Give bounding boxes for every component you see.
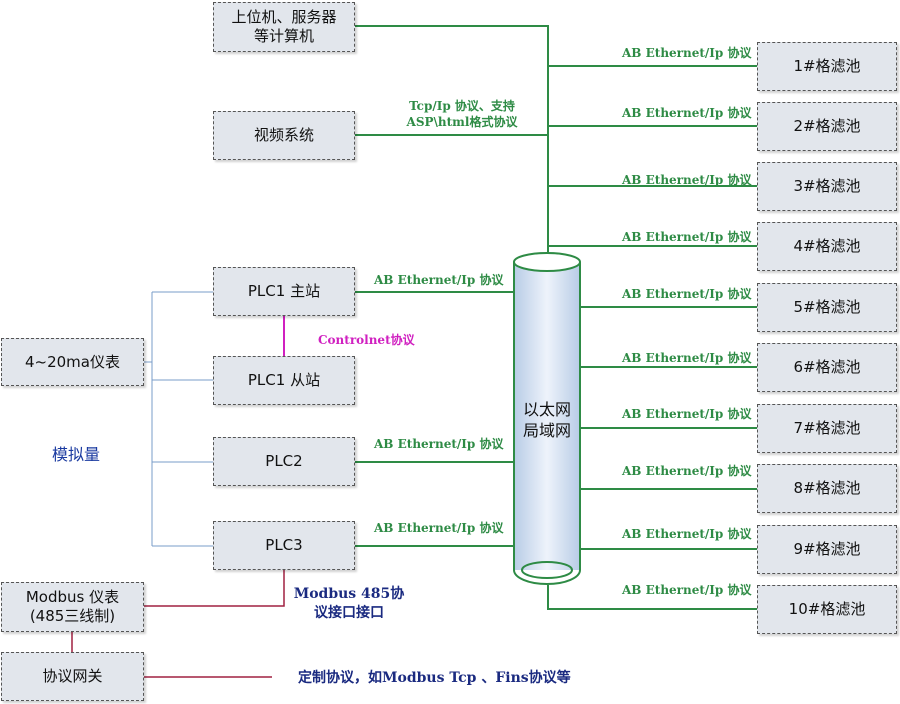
analog-lines [144,291,213,547]
plc1-protocol-label: AB Ethernet/Ip 协议 [374,273,504,287]
filter-6-protocol-label: AB Ethernet/Ip 协议 [622,351,752,365]
filter-node-4: 4#格滤池 [757,222,897,271]
filter-1-protocol-label: AB Ethernet/Ip 协议 [622,46,752,60]
plc1-slave-node: PLC1 从站 [213,356,355,405]
plc3-protocol-label: AB Ethernet/Ip 协议 [374,521,504,535]
filter-5-protocol-label: AB Ethernet/Ip 协议 [622,287,752,301]
controlnet-label: Controlnet协议 [318,333,415,347]
video-system-node: 视频系统 [213,111,355,160]
filter-node-10: 10#格滤池 [757,585,897,634]
filter-10-protocol-label: AB Ethernet/Ip 协议 [622,583,752,597]
custom-protocol-label: 定制协议，如Modbus Tcp 、Fins协议等 [298,670,571,686]
filter-8-protocol-label: AB Ethernet/Ip 协议 [622,464,752,478]
filter-node-1: 1#格滤池 [757,42,897,91]
modbus-instrument-node: Modbus 仪表 (485三线制) [1,582,144,632]
modbus485-label: Modbus 485协 议接口接口 [293,586,405,621]
plc2-protocol-label: AB Ethernet/Ip 协议 [374,437,504,451]
filter-2-protocol-label: AB Ethernet/Ip 协议 [622,106,752,120]
filter-node-2: 2#格滤池 [757,102,897,151]
video-protocol-label: Tcp/Ip 协议、支持 ASP\html格式协议 [406,99,518,130]
ethernet-lines [355,25,757,610]
filter-4-protocol-label: AB Ethernet/Ip 协议 [622,230,752,244]
filter-node-6: 6#格滤池 [757,343,897,392]
filter-node-9: 9#格滤池 [757,525,897,574]
filter-node-8: 8#格滤池 [757,464,897,513]
ethernet-cylinder [513,252,581,585]
filter-node-7: 7#格滤池 [757,404,897,453]
ethernet-lan-label: 以太网 局域网 [522,400,571,440]
filter-3-protocol-label: AB Ethernet/Ip 协议 [622,173,752,187]
analog-instrument-node: 4~20ma仪表 [1,338,144,386]
protocol-gateway-node: 协议网关 [1,652,144,701]
modbus-lines [71,570,285,678]
filter-node-3: 3#格滤池 [757,162,897,211]
plc1-master-node: PLC1 主站 [213,267,355,316]
host-computer-node: 上位机、服务器 等计算机 [213,2,355,52]
plc3-node: PLC3 [213,521,355,570]
filter-9-protocol-label: AB Ethernet/Ip 协议 [622,527,752,541]
filter-node-5: 5#格滤池 [757,283,897,332]
plc2-node: PLC2 [213,437,355,486]
filter-7-protocol-label: AB Ethernet/Ip 协议 [622,407,752,421]
analog-label: 模拟量 [52,445,101,464]
